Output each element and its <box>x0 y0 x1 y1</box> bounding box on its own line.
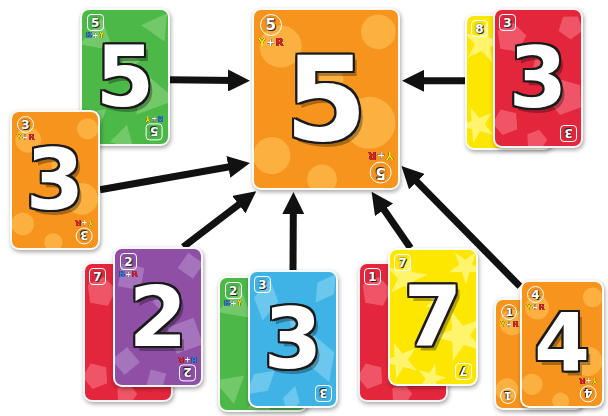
color-tag: Y+R <box>258 37 284 49</box>
corner-number: 4 <box>580 385 597 402</box>
play-arrow <box>380 204 410 248</box>
pattern-shape <box>110 122 139 146</box>
pattern-shape <box>550 391 571 408</box>
corner-group: 3 <box>254 276 271 293</box>
card-number: 3 <box>264 297 322 381</box>
corner-number: 2 <box>179 364 196 381</box>
card-number: 5 <box>285 40 367 158</box>
corner-group: 5Y+R <box>368 149 394 184</box>
game-card: 7 7 7 <box>388 248 478 386</box>
corner-group: 7 <box>394 254 411 271</box>
play-arrow <box>170 76 235 84</box>
card-number: 2 <box>129 275 187 359</box>
pattern-shape <box>42 231 64 250</box>
corner-group: 1 <box>364 268 381 285</box>
pattern-shape <box>279 384 303 408</box>
number-area: 7 <box>390 250 476 384</box>
corner-number: 5 <box>260 14 282 36</box>
corner-number: 7 <box>89 268 106 285</box>
card-number: 3 <box>26 138 84 222</box>
corner-number: 3 <box>254 276 271 293</box>
card-number: 5 <box>96 35 154 119</box>
play-arrow <box>290 207 297 270</box>
corner-number: 3 <box>560 125 577 142</box>
pattern-shape <box>496 374 523 406</box>
corner-number: 8 <box>471 20 488 37</box>
corner-group: 7 <box>455 363 472 380</box>
corner-group: 7 <box>89 268 106 285</box>
corner-group: 5Y+R <box>258 14 284 49</box>
play-arrow <box>100 166 235 190</box>
pattern-shape <box>304 161 340 190</box>
game-card: 3 3 3 <box>493 8 583 148</box>
corner-number: 3 <box>315 385 332 402</box>
number-area: 3 <box>495 10 581 146</box>
corner-group: 2B+Y <box>224 282 243 308</box>
corner-number: 2 <box>225 282 242 299</box>
number-area: 5 <box>254 10 398 188</box>
game-card: 4Y+R4Y+R4 <box>520 280 604 408</box>
color-tag: Y+R <box>500 321 519 329</box>
play-arrow <box>183 200 244 247</box>
corner-group: 8 <box>471 20 488 37</box>
corner-number: 2 <box>120 253 137 270</box>
corner-group: 1 <box>500 388 516 404</box>
number-area: 3 <box>12 112 98 248</box>
pattern-shape <box>147 369 167 387</box>
game-card: 2B+R2B+R2 <box>113 247 203 387</box>
pattern-shape <box>524 127 549 148</box>
corner-group: 3 <box>499 14 516 31</box>
corner-number: 1 <box>501 304 517 320</box>
card-number: 7 <box>404 275 462 359</box>
corner-group: 3 <box>560 125 577 142</box>
corner-number: 3 <box>17 116 34 133</box>
corner-number: 4 <box>527 286 544 303</box>
corner-number: 1 <box>364 268 381 285</box>
corner-number: 1 <box>500 388 516 404</box>
corner-number: 5 <box>87 14 104 31</box>
game-card: 5Y+R5Y+R5 <box>252 8 400 190</box>
corner-number: 5 <box>370 162 392 184</box>
corner-number: 7 <box>394 254 411 271</box>
corner-number: 5 <box>146 123 163 140</box>
card-number: 4 <box>534 304 590 384</box>
corner-group: 3 <box>315 385 332 402</box>
pattern-shape <box>360 357 389 392</box>
corner-number: 3 <box>499 14 516 31</box>
corner-number: 7 <box>455 363 472 380</box>
corner-group: 1Y+R <box>500 304 519 329</box>
card-number: 3 <box>509 36 567 120</box>
pattern-shape <box>85 357 114 392</box>
game-card: 3 3 3 <box>248 270 338 408</box>
game-card: 3Y+R3Y+R3 <box>10 110 100 250</box>
color-tag: Y+R <box>368 149 394 161</box>
pattern-shape <box>414 360 449 386</box>
number-area: 2 <box>115 249 201 385</box>
number-area: 3 <box>250 272 336 406</box>
color-tag: B+Y <box>224 300 243 308</box>
corner-number: 3 <box>76 227 93 244</box>
number-area: 4 <box>522 282 602 406</box>
